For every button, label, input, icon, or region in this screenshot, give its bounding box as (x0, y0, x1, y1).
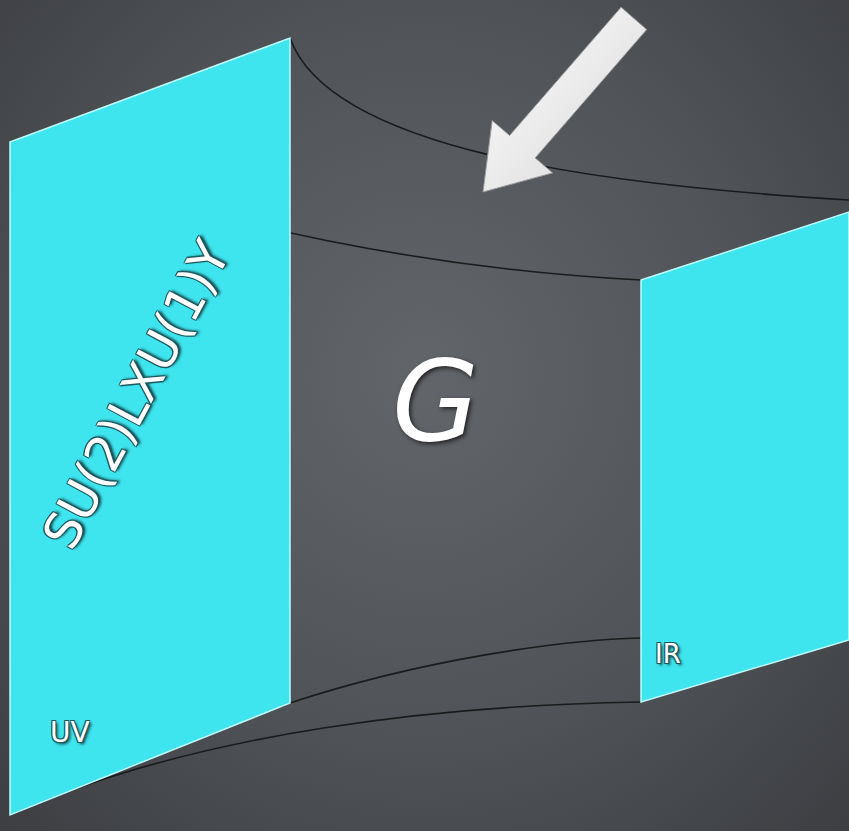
brane-label: UV (50, 718, 90, 749)
uv-brane: SU(2)LXU(1)YUV (10, 38, 290, 815)
ir-brane: IR (641, 212, 849, 702)
bulk-curves (10, 38, 849, 815)
brane-surface (641, 212, 849, 702)
pointer-arrow (483, 7, 647, 192)
brane-panel (641, 212, 849, 702)
brane-label: IR (655, 640, 681, 669)
brane-surface (10, 38, 290, 815)
bulk-group-label: G (392, 345, 479, 457)
